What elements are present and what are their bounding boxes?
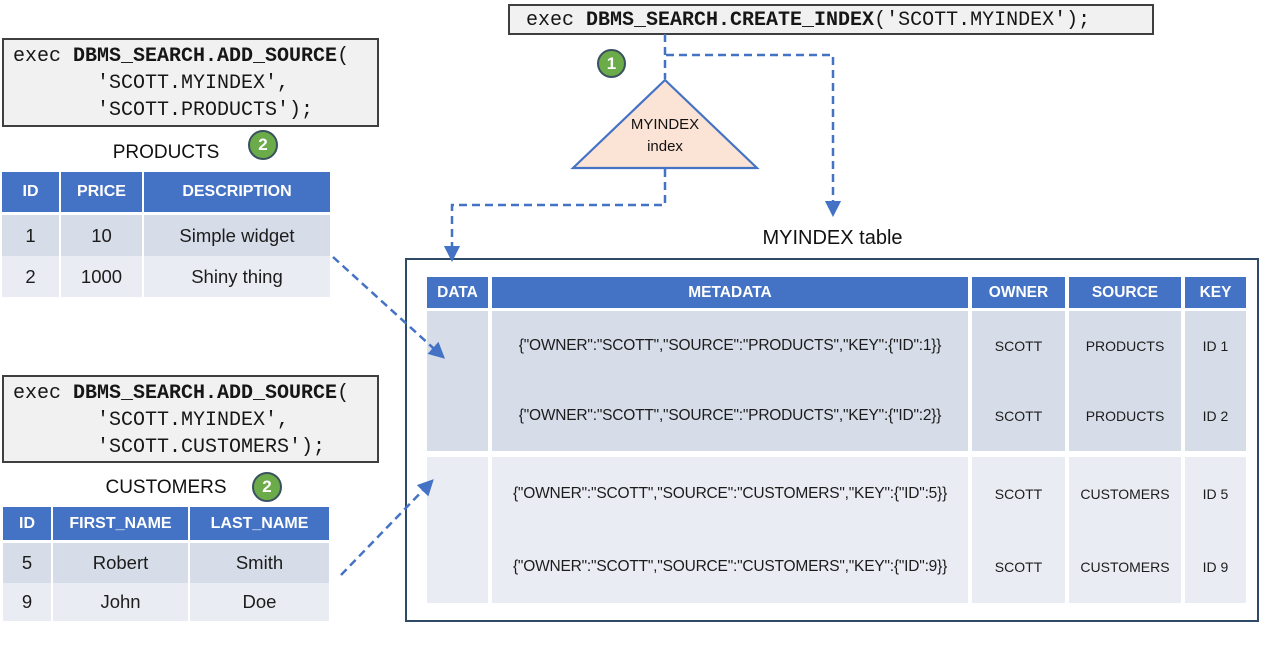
code-arguments: ('SCOTT.MYINDEX'); [874,9,1091,32]
myindex-triangle-shape: MYINDEX index [570,78,760,170]
cell-last-name: Smith [190,543,329,583]
customers-table-title: CUSTOMERS [105,477,227,498]
triangle-label-line2: index [647,138,683,155]
cell-first-name: John [53,583,188,621]
table-row: {"OWNER":"SCOTT","SOURCE":"CUSTOMERS","K… [427,457,1246,530]
column-header: FIRST_NAME [53,507,188,540]
products-table-title: PRODUCTS [112,142,220,163]
cell-metadata: {"OWNER":"SCOTT","SOURCE":"CUSTOMERS","K… [492,530,968,603]
cell-key: ID 2 [1185,381,1246,451]
cell-owner: SCOTT [972,530,1065,603]
step-2-badge-customers: 2 [252,472,282,502]
code-line: 'SCOTT.MYINDEX', [13,72,290,95]
cell-id: 9 [3,583,51,621]
code-box-create-index: exec DBMS_SEARCH.CREATE_INDEX('SCOTT.MYI… [508,4,1154,35]
code-function-name: DBMS_SEARCH.ADD_SOURCE [73,382,338,405]
cell-source: PRODUCTS [1069,381,1181,451]
table-row: 2 1000 Shiny thing [2,256,330,297]
column-header: SOURCE [1069,277,1181,308]
code-keyword: exec [13,382,74,405]
step-2-badge-products: 2 [248,130,278,160]
column-header: DESCRIPTION [144,172,330,212]
code-line: 'SCOTT.PRODUCTS'); [13,99,314,122]
cell-key: ID 5 [1185,457,1246,530]
cell-source: CUSTOMERS [1069,457,1181,530]
cell-id: 1 [2,215,59,256]
column-header: KEY [1185,277,1246,308]
cell-data [427,530,488,603]
table-header-row: ID PRICE DESCRIPTION [2,172,330,212]
column-header: DATA [427,277,488,308]
cell-price: 1000 [61,256,142,297]
cell-first-name: Robert [53,543,188,583]
column-header: LAST_NAME [190,507,329,540]
products-table: ID PRICE DESCRIPTION 1 10 Simple widget … [2,172,330,297]
table-row: 5 Robert Smith [3,543,329,583]
cell-source: PRODUCTS [1069,311,1181,381]
column-header: PRICE [61,172,142,212]
cell-last-name: Doe [190,583,329,621]
myindex-table-title: MYINDEX table [762,227,903,249]
cell-description: Shiny thing [144,256,330,297]
table-header-row: DATA METADATA OWNER SOURCE KEY [427,277,1246,308]
code-line: 'SCOTT.MYINDEX', [13,409,290,432]
code-keyword: exec [526,9,587,32]
cell-key: ID 1 [1185,311,1246,381]
cell-id: 5 [3,543,51,583]
cell-owner: SCOTT [972,381,1065,451]
code-arguments: ( [337,382,350,405]
table-row: {"OWNER":"SCOTT","SOURCE":"PRODUCTS","KE… [427,381,1246,451]
cell-data [427,457,488,530]
cell-id: 2 [2,256,59,297]
customers-table: ID FIRST_NAME LAST_NAME 5 Robert Smith 9… [3,507,329,621]
column-header: METADATA [492,277,968,308]
code-function-name: DBMS_SEARCH.ADD_SOURCE [73,45,338,68]
cell-data [427,381,488,451]
table-row: 9 John Doe [3,583,329,621]
code-function-name: DBMS_SEARCH.CREATE_INDEX [586,9,875,32]
column-header: ID [2,172,59,212]
code-keyword: exec [13,45,74,68]
code-line: 'SCOTT.CUSTOMERS'); [13,436,326,459]
cell-description: Simple widget [144,215,330,256]
code-arguments: ( [337,45,350,68]
code-box-add-source-products: exec DBMS_SEARCH.ADD_SOURCE( 'SCOTT.MYIN… [2,38,379,127]
table-row: 1 10 Simple widget [2,215,330,256]
cell-source: CUSTOMERS [1069,530,1181,603]
table-row: {"OWNER":"SCOTT","SOURCE":"CUSTOMERS","K… [427,530,1246,603]
cell-owner: SCOTT [972,311,1065,381]
table-header-row: ID FIRST_NAME LAST_NAME [3,507,329,540]
cell-key: ID 9 [1185,530,1246,603]
cell-metadata: {"OWNER":"SCOTT","SOURCE":"CUSTOMERS","K… [492,457,968,530]
cell-metadata: {"OWNER":"SCOTT","SOURCE":"PRODUCTS","KE… [492,311,968,381]
myindex-table-container: DATA METADATA OWNER SOURCE KEY {"OWNER":… [405,258,1259,622]
code-line: exec DBMS_SEARCH.ADD_SOURCE( [13,380,377,407]
step-1-badge: 1 [597,49,626,78]
code-line: exec DBMS_SEARCH.ADD_SOURCE( [13,43,377,70]
column-header: ID [3,507,51,540]
cell-metadata: {"OWNER":"SCOTT","SOURCE":"PRODUCTS","KE… [492,381,968,451]
cell-data [427,311,488,381]
myindex-table: DATA METADATA OWNER SOURCE KEY {"OWNER":… [427,277,1246,603]
table-row: {"OWNER":"SCOTT","SOURCE":"PRODUCTS","KE… [427,311,1246,381]
code-box-add-source-customers: exec DBMS_SEARCH.ADD_SOURCE( 'SCOTT.MYIN… [2,375,379,463]
cell-owner: SCOTT [972,457,1065,530]
triangle-label-line1: MYINDEX [631,116,699,133]
cell-price: 10 [61,215,142,256]
column-header: OWNER [972,277,1065,308]
connector-triangle-to-data-column [443,169,667,263]
